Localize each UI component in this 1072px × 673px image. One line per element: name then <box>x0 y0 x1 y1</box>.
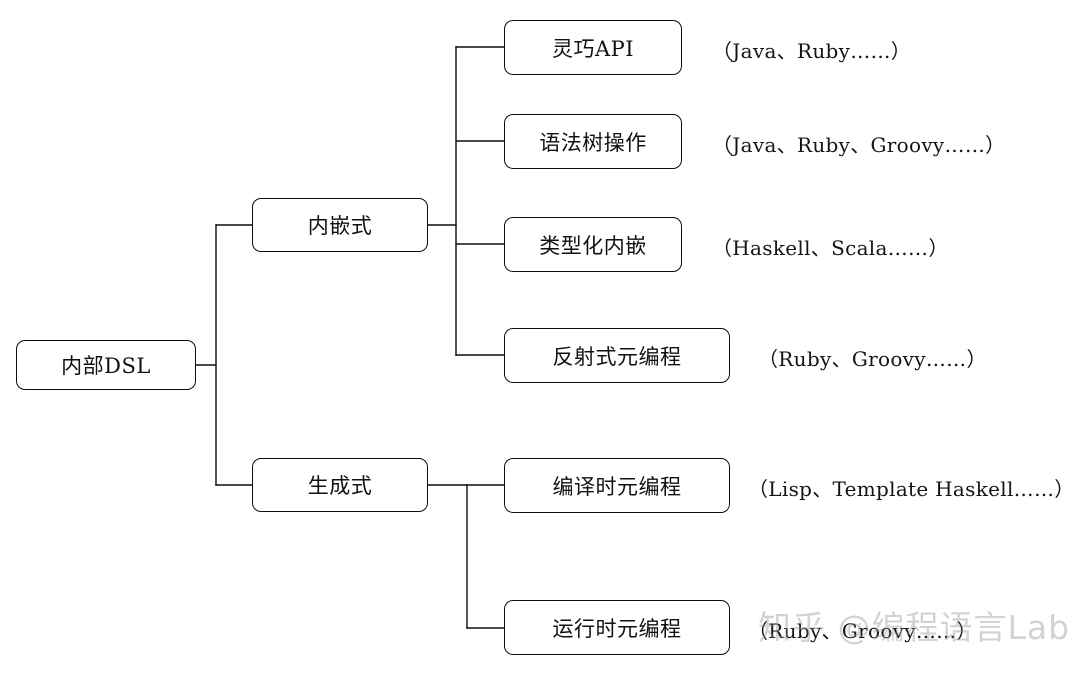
annotation-typed-embedding: （Haskell、Scala……） <box>712 236 949 260</box>
node-root-label: 内部DSL <box>61 354 151 378</box>
node-branch-generative[interactable]: 生成式 <box>252 458 428 512</box>
node-leaf-reflective-metaprogramming-label: 反射式元编程 <box>552 344 682 369</box>
node-leaf-typed-embedding-label: 类型化内嵌 <box>539 233 647 258</box>
node-leaf-runtime-metaprogramming-label: 运行时元编程 <box>552 616 682 641</box>
node-leaf-reflective-metaprogramming[interactable]: 反射式元编程 <box>504 328 730 383</box>
node-leaf-typed-embedding[interactable]: 类型化内嵌 <box>504 217 682 272</box>
node-leaf-fluent-api-label: 灵巧API <box>551 36 635 61</box>
node-leaf-syntax-tree[interactable]: 语法树操作 <box>504 114 682 169</box>
node-leaf-fluent-api[interactable]: 灵巧API <box>504 20 682 75</box>
node-branch-generative-label: 生成式 <box>307 474 373 498</box>
annotation-syntax-tree: （Java、Ruby、Groovy……） <box>712 133 1006 157</box>
node-branch-embedded[interactable]: 内嵌式 <box>252 198 428 252</box>
annotation-compile-time-metaprogramming: （Lisp、Template Haskell……） <box>748 477 1072 501</box>
annotation-reflective-metaprogramming: （Ruby、Groovy……） <box>758 347 987 371</box>
node-root[interactable]: 内部DSL <box>16 340 196 390</box>
node-branch-embedded-label: 内嵌式 <box>307 214 373 238</box>
node-leaf-runtime-metaprogramming[interactable]: 运行时元编程 <box>504 600 730 655</box>
annotation-runtime-metaprogramming: （Ruby、Groovy……） <box>748 619 977 643</box>
node-leaf-compile-time-metaprogramming[interactable]: 编译时元编程 <box>504 458 730 513</box>
node-leaf-compile-time-metaprogramming-label: 编译时元编程 <box>552 474 682 499</box>
node-leaf-syntax-tree-label: 语法树操作 <box>539 130 647 155</box>
annotation-fluent-api: （Java、Ruby……） <box>712 39 912 63</box>
